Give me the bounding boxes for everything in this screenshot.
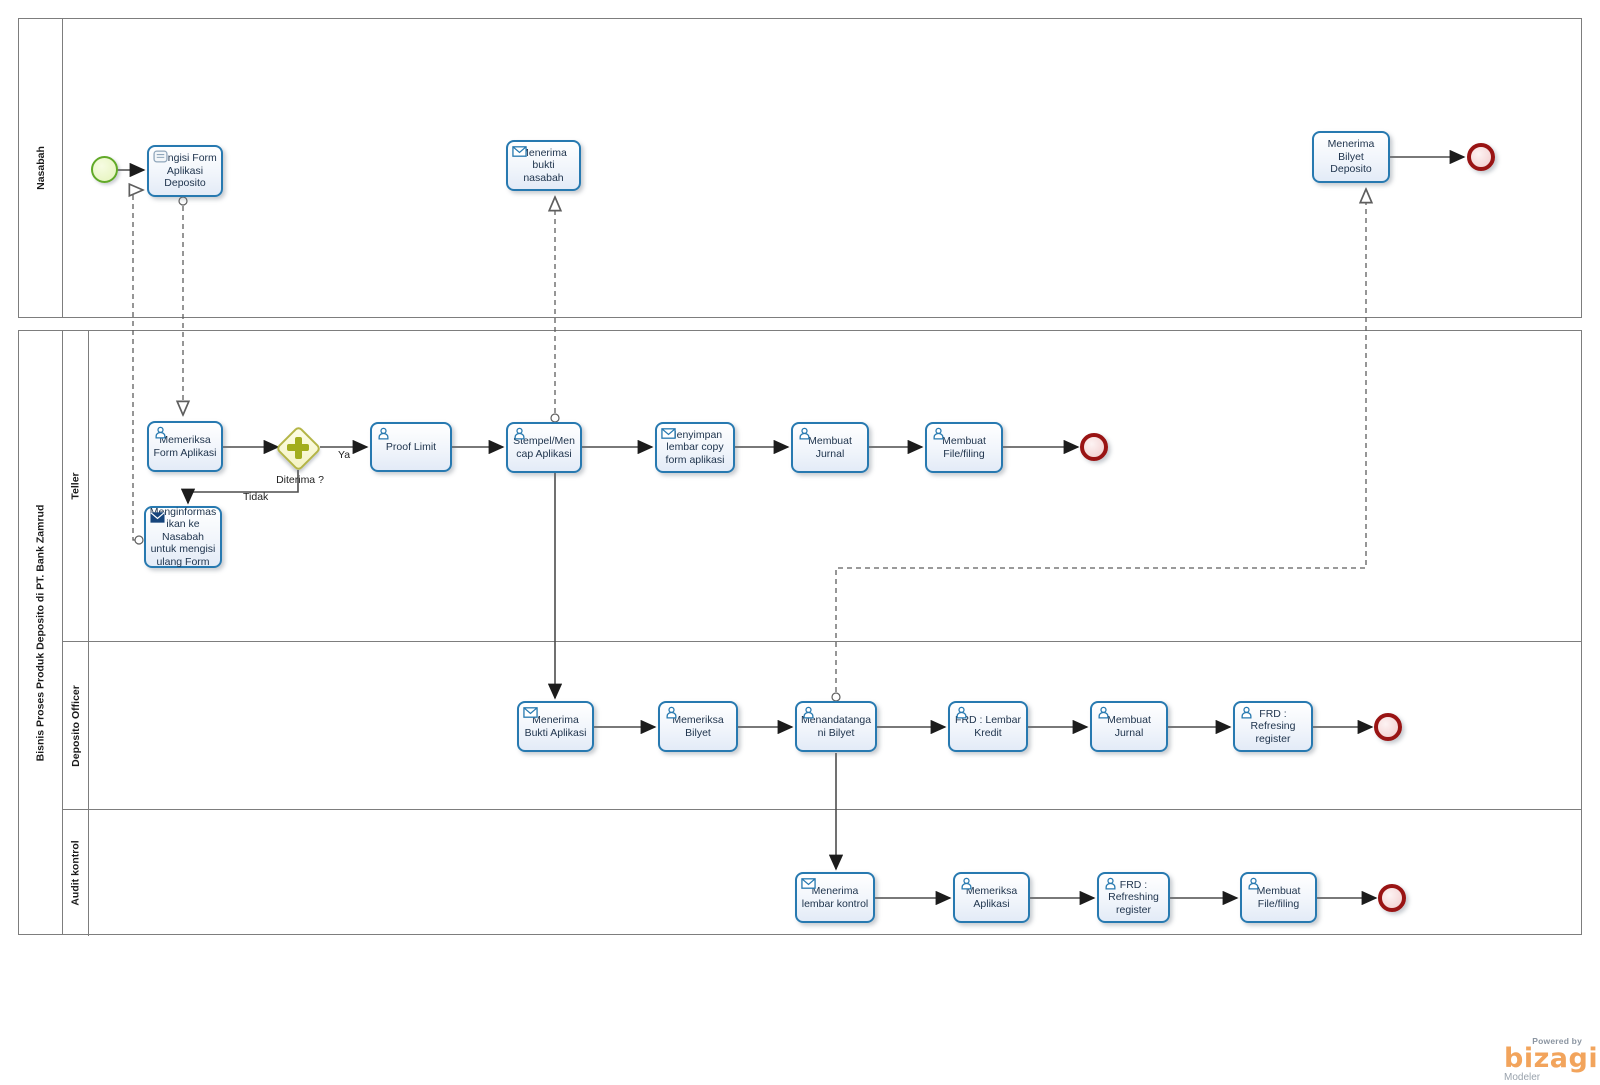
task-menyimpan-lembar-copy[interactable]: Menyimpan lembar copy form aplikasi (655, 422, 735, 473)
message-flow-source-dot (550, 413, 560, 423)
task-menginformasikan-ke-nasabah[interactable]: Menginformasikan ke Nasabah untuk mengis… (144, 506, 222, 568)
flow-label-tidak: Tidak (243, 491, 269, 503)
task-memeriksa-form-aplikasi[interactable]: Memeriksa Form Aplikasi (147, 421, 223, 472)
task-memeriksa-aplikasi[interactable]: Memeriksa Aplikasi (953, 872, 1030, 923)
lane-teller: Teller (63, 331, 1581, 641)
task-membuat-file-audit[interactable]: Membuat File/filing (1240, 872, 1317, 923)
end-event-audit[interactable] (1378, 884, 1406, 912)
task-frd-refreshing-register-audit[interactable]: FRD : Refreshing register (1097, 872, 1170, 923)
lane-teller-header[interactable]: Teller (63, 331, 89, 641)
bizagi-logo: bizagi (1504, 1043, 1599, 1074)
task-frd-refresing-register[interactable]: FRD : Refresing register (1233, 701, 1313, 752)
lane-deposito-officer: Deposito Officer (63, 641, 1581, 809)
bizagi-watermark: Powered by bizagi Modeler (1504, 1036, 1599, 1083)
task-membuat-file-teller[interactable]: Membuat File/filing (925, 422, 1003, 473)
message-menandatangani-to-bilyet-deposito[interactable] (835, 189, 1366, 692)
lane-audit-kontrol-header[interactable]: Audit kontrol (63, 810, 89, 936)
task-frd-lembar-kredit[interactable]: FRD : Lembar Kredit (948, 701, 1028, 752)
message-menginformasikan-to-mengisi[interactable] (133, 190, 143, 541)
task-proof-limit[interactable]: Proof Limit (370, 422, 452, 472)
task-menandatangani-bilyet[interactable]: Menandatangani Bilyet (795, 701, 877, 752)
end-event-nasabah[interactable] (1467, 143, 1495, 171)
task-membuat-jurnal-teller[interactable]: Membuat Jurnal (791, 422, 869, 473)
gateway-plus-icon (294, 436, 302, 459)
modeler-text: Modeler (1504, 1071, 1541, 1083)
lane-audit-kontrol: Audit kontrol (63, 809, 1581, 936)
task-menerima-bukti-aplikasi[interactable]: Menerima Bukti Aplikasi (517, 701, 594, 752)
flow-label-ya: Ya (338, 449, 351, 461)
flow-gateway-tidak-to-menginformasikan[interactable] (180, 470, 299, 505)
task-menerima-bilyet-deposito[interactable]: Menerima Bilyet Deposito (1312, 131, 1390, 183)
powered-by-text: Powered by (1532, 1036, 1582, 1046)
task-mengisi-form-aplikasi-deposito[interactable]: Mengisi Form Aplikasi Deposito (147, 145, 223, 197)
start-event[interactable] (91, 156, 118, 183)
task-memeriksa-bilyet[interactable]: Memeriksa Bilyet (658, 701, 738, 752)
message-flow-source-dot (134, 535, 144, 545)
end-event-teller[interactable] (1080, 433, 1108, 461)
message-flow-source-dot (831, 692, 841, 702)
task-stempel-mencap-aplikasi[interactable]: Stempel/Mencap Aplikasi (506, 422, 582, 473)
task-membuat-jurnal-deposito-officer[interactable]: Membuat Jurnal (1090, 701, 1168, 752)
task-menerima-bukti-nasabah[interactable]: Menerima bukti nasabah (506, 140, 581, 191)
message-flow-source-dot (178, 196, 188, 206)
pool-bank-header[interactable]: Bisnis Proses Produk Deposito di PT. Ban… (19, 331, 63, 934)
end-event-deposito-officer[interactable] (1374, 713, 1402, 741)
user-icon (376, 427, 391, 440)
gateway-label: Diterima ? (276, 474, 324, 486)
pool-nasabah-header[interactable]: Nasabah (19, 19, 63, 317)
lane-deposito-officer-header[interactable]: Deposito Officer (63, 642, 89, 809)
task-menerima-lembar-kontrol[interactable]: Menerima lembar kontrol (795, 872, 875, 923)
